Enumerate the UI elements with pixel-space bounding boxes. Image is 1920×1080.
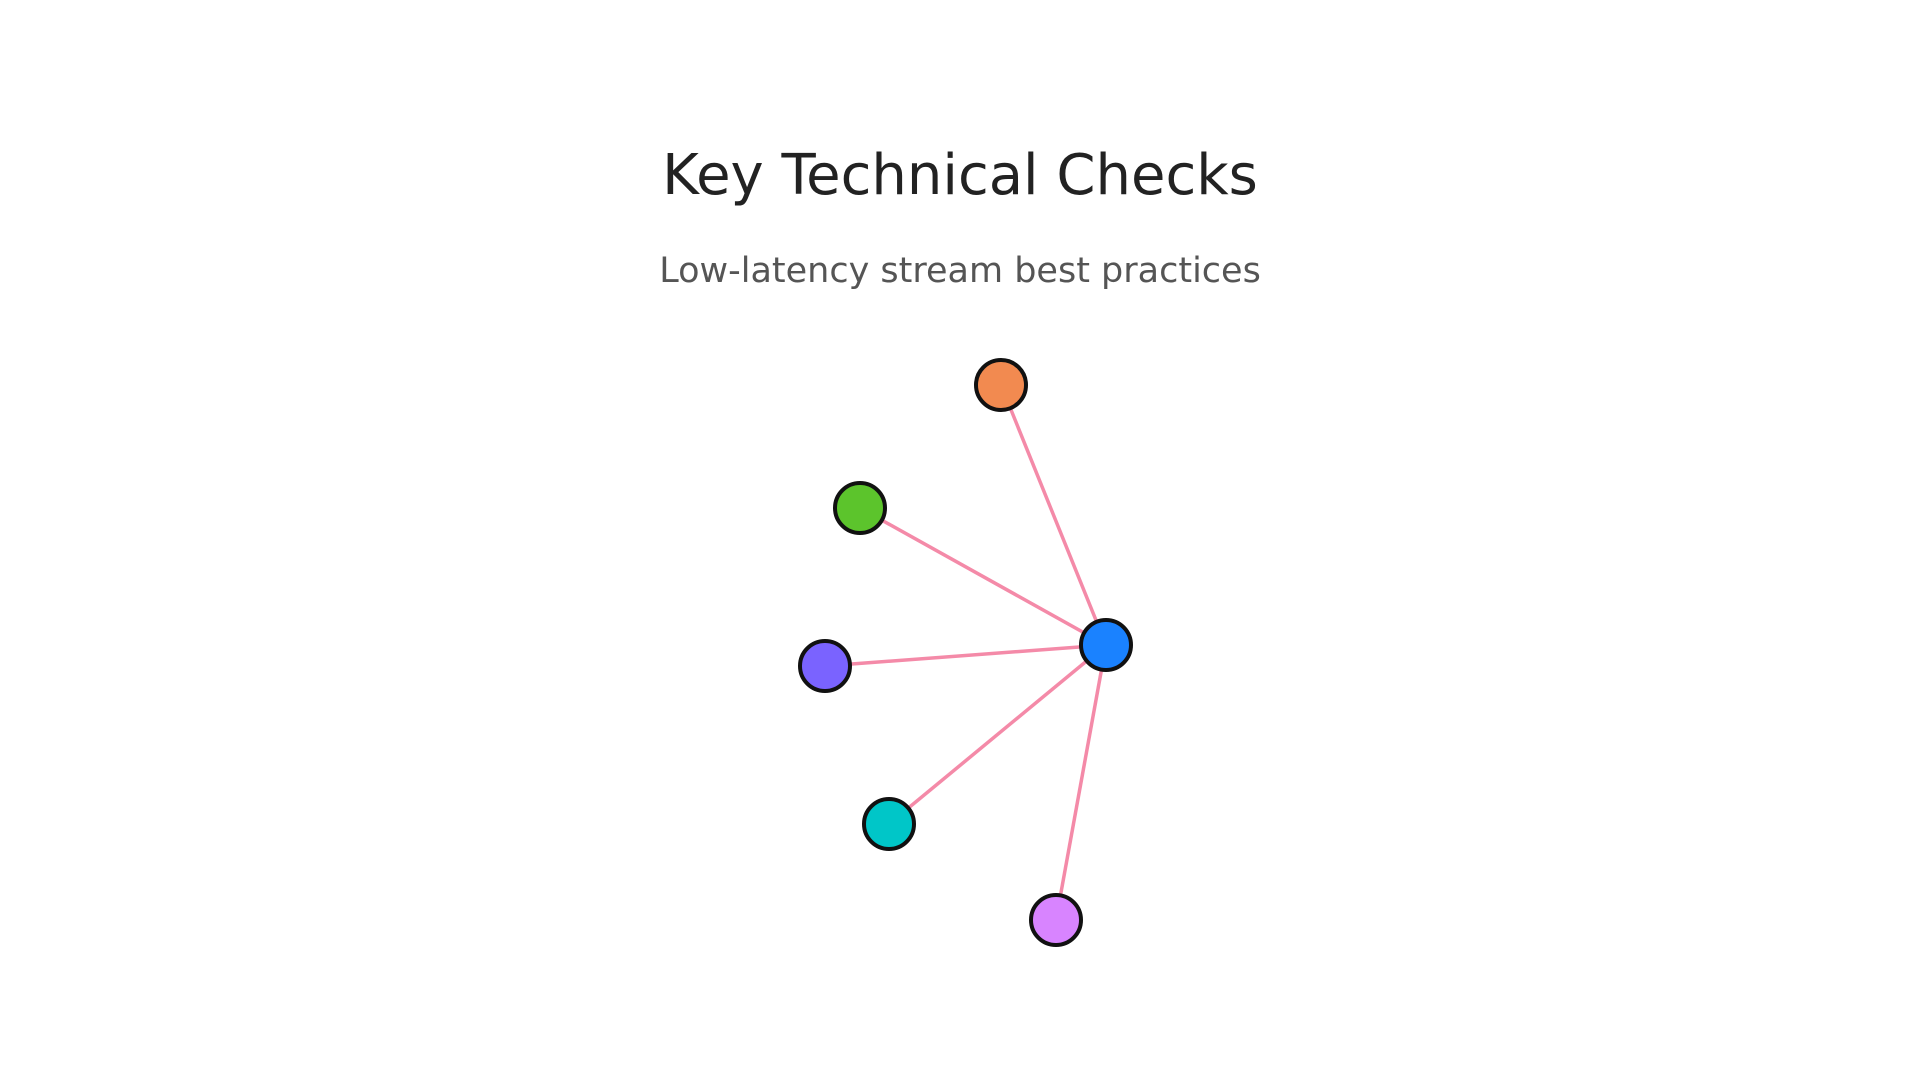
- edge-hub-n2: [859, 506, 1107, 647]
- page-title: Key Technical Checks: [662, 143, 1258, 208]
- node-n1: [974, 358, 1028, 412]
- node-n4: [862, 797, 916, 851]
- node-hub: [1079, 618, 1133, 672]
- edge-hub-n1: [999, 384, 1108, 646]
- edge-hub-n3: [824, 643, 1107, 668]
- edge-hub-n4: [887, 643, 1108, 826]
- nodes-layer: [798, 358, 1133, 947]
- node-n5: [1029, 893, 1083, 947]
- page-subtitle: Low-latency stream best practices: [659, 251, 1261, 291]
- node-n3: [798, 639, 852, 693]
- node-n2: [833, 481, 887, 535]
- edge-hub-n5: [1054, 644, 1108, 921]
- edges-layer: [824, 384, 1108, 921]
